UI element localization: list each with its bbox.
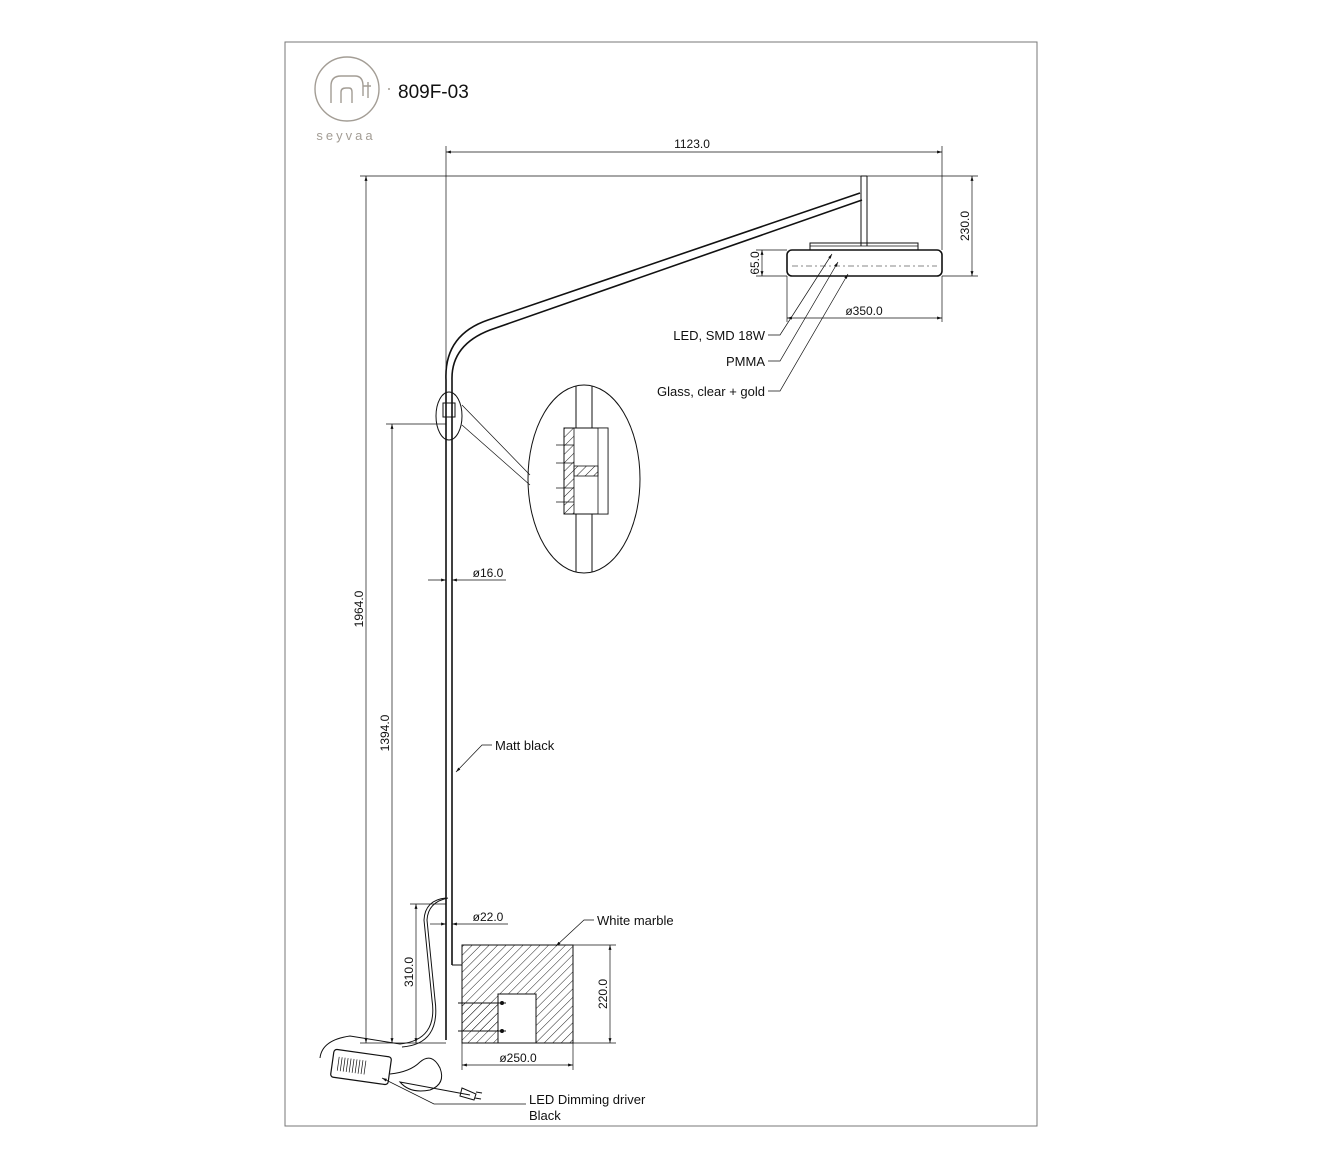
dim-total-width-label: 1123.0 [674,137,710,151]
callout-finish-label: Matt black [495,738,555,753]
callout-led: LED, SMD 18W [673,253,833,343]
power-cable [319,897,447,1059]
arm [445,192,863,381]
dim-joint-height-label: 1394.0 [378,714,392,751]
dim-shade-diameter: ø350.0 [786,276,943,322]
callout-pmma-label: PMMA [726,354,765,369]
logo-circle-icon [314,56,380,122]
dim-base-diameter-label: ø250.0 [499,1051,537,1065]
dim-base-diameter: ø250.0 [461,1043,574,1070]
dim-lower-pole-diameter-label: ø22.0 [473,910,504,924]
marble-base [458,944,574,1044]
dim-cable-height: 310.0 [402,903,446,1043]
dim-total-height-label: 1964.0 [352,590,366,627]
hanging-rod [860,175,868,246]
callout-led-label: LED, SMD 18W [673,328,765,343]
joint-detail [527,384,641,574]
shade-top-plate [809,242,919,251]
shade [786,249,943,277]
callout-driver: LED Dimming driver Black [381,1077,646,1123]
callout-driver-label: LED Dimming driver [529,1092,646,1107]
drawing-frame [284,41,1038,1127]
dim-shade-drop: 230.0 [360,175,978,277]
dim-base-height-label: 220.0 [596,979,610,1009]
callout-finish: Matt black [455,738,555,773]
dim-joint-height: 1394.0 [378,423,446,1043]
dimming-driver [330,1048,483,1101]
pole [445,380,453,1040]
brand-name: seyvaa [316,128,375,143]
callout-glass-label: Glass, clear + gold [657,384,765,399]
dim-cable-height-label: 310.0 [402,957,416,987]
dim-shade-diameter-label: ø350.0 [845,304,883,318]
brand-logo: seyvaa [314,56,380,143]
dim-shade-height: 65.0 [748,249,787,277]
dim-base-height: 220.0 [573,944,616,1044]
dim-pole-diameter-label: ø16.0 [473,566,504,580]
dim-pole-diameter: ø16.0 [428,566,506,582]
dim-total-width: 1123.0 [445,137,943,380]
callout-base-material-label: White marble [597,913,674,928]
dim-lower-pole-diameter: ø22.0 [430,910,508,926]
dim-shade-height-label: 65.0 [748,251,762,275]
dim-total-height: 1964.0 [352,176,446,1044]
callout-pmma: PMMA [726,261,839,369]
callout-glass: Glass, clear + gold [657,273,849,399]
dim-shade-drop-label: 230.0 [958,211,972,241]
callout-driver-color: Black [529,1108,561,1123]
model-number: 809F-03 [398,82,469,103]
logo-elephant-icon [330,75,371,103]
joint-marker [435,391,463,441]
callout-base-material: White marble [555,913,674,947]
